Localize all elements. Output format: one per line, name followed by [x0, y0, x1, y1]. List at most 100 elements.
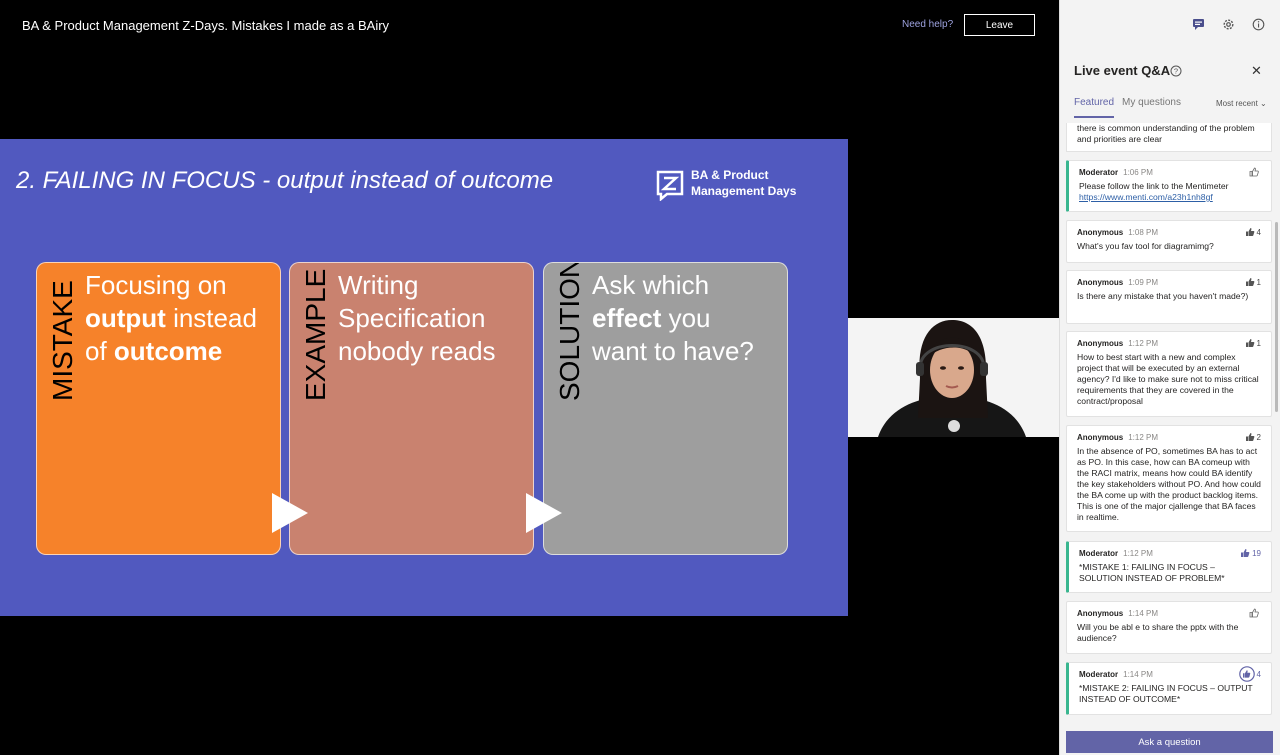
logo-line-2: Management Days: [691, 184, 797, 198]
card-line: Focusing on: [85, 270, 227, 300]
like-button[interactable]: 1: [1245, 277, 1261, 287]
card-line: you: [661, 303, 711, 333]
thumbs-up-icon: [1238, 666, 1255, 682]
question-author: Anonymous: [1077, 227, 1124, 237]
like-count: 19: [1252, 548, 1261, 558]
example-card: EXAMPLE Writing Specification nobody rea…: [289, 262, 534, 555]
leave-button[interactable]: Leave: [964, 14, 1035, 36]
question-time: 1:12 PM: [1128, 432, 1159, 442]
question-card: Anonymous 1:14 PM Will you be abl e to s…: [1066, 601, 1272, 654]
question-author: Anonymous: [1077, 608, 1124, 618]
presentation-slide: 2. FAILING IN FOCUS - output instead of …: [0, 139, 848, 616]
card-bold: effect: [592, 303, 662, 333]
question-text: In the absence of PO, sometimes BA has t…: [1077, 446, 1261, 522]
question-time: 1:14 PM: [1128, 608, 1159, 618]
question-text: there is common understanding of the pro…: [1077, 123, 1255, 144]
like-button[interactable]: [1249, 167, 1261, 177]
question-time: 1:12 PM: [1123, 548, 1153, 558]
question-card: Moderator 1:12 PM 19 *MISTAKE 1: FAILING…: [1066, 541, 1272, 593]
question-card: there is common understanding of the pro…: [1066, 123, 1272, 152]
mentimeter-link[interactable]: https://www.menti.com/a23h1nh8gf: [1079, 192, 1213, 202]
mistake-card: MISTAKE Focusing on output instead of ou…: [36, 262, 281, 555]
card-line: Ask which: [592, 270, 710, 300]
question-author: Anonymous: [1077, 277, 1124, 287]
tab-my-questions[interactable]: My questions: [1122, 97, 1181, 108]
like-count: 1: [1256, 338, 1261, 348]
card-text: Ask which effect you want to have?: [592, 269, 782, 368]
thumbs-up-icon: [1249, 608, 1259, 618]
chat-icon[interactable]: [1190, 16, 1206, 32]
panel-toolbar: [1190, 16, 1266, 32]
need-help-link[interactable]: Need help?: [902, 19, 954, 30]
feed-scrollbar[interactable]: [1275, 222, 1278, 412]
question-card: Anonymous 1:12 PM 1 How to best start wi…: [1066, 331, 1272, 417]
question-author: Moderator: [1079, 548, 1119, 558]
tab-featured[interactable]: Featured: [1074, 97, 1115, 118]
like-button[interactable]: 4: [1245, 227, 1261, 237]
like-count: 1: [1256, 277, 1261, 287]
like-button[interactable]: 19: [1240, 548, 1261, 558]
question-author: Moderator: [1079, 167, 1119, 177]
card-vertical-label: EXAMPLE: [300, 268, 331, 401]
like-count: 2: [1256, 432, 1261, 442]
card-bold: output: [85, 303, 166, 333]
question-time: 1:09 PM: [1128, 277, 1159, 287]
sort-dropdown[interactable]: Most recent ⌄: [1216, 99, 1267, 108]
question-text: Will you be abl e to share the pptx with…: [1077, 622, 1239, 643]
question-author: Anonymous: [1077, 432, 1124, 442]
question-card: Anonymous 1:12 PM 2 In the absence of PO…: [1066, 425, 1272, 532]
logo-line-1: BA & Product: [691, 168, 769, 182]
card-vertical-label: MISTAKE: [47, 280, 78, 401]
question-time: 1:08 PM: [1128, 227, 1159, 237]
qna-panel: Live event Q&A ? ✕ Featured My questions…: [1059, 0, 1280, 755]
ask-question-button[interactable]: Ask a question: [1066, 731, 1273, 753]
card-vertical-label: SOLUTION: [554, 262, 585, 401]
event-title: BA & Product Management Z-Days. Mistakes…: [22, 18, 390, 33]
card-text: Focusing on output instead of outcome: [85, 269, 275, 368]
thumbs-up-icon: [1245, 228, 1254, 236]
question-feed[interactable]: there is common understanding of the pro…: [1066, 123, 1272, 725]
sort-label: Most recent: [1216, 99, 1258, 108]
question-card: Anonymous 1:09 PM 1 Is there any mistake…: [1066, 270, 1272, 324]
help-icon[interactable]: ?: [1170, 64, 1182, 82]
close-icon[interactable]: ✕: [1251, 63, 1262, 78]
like-button[interactable]: [1249, 608, 1261, 618]
question-time: 1:12 PM: [1128, 338, 1159, 348]
like-count: 4: [1256, 227, 1261, 237]
thumbs-up-icon: [1241, 549, 1250, 557]
card-line: Writing: [338, 270, 419, 300]
card-line: of: [85, 336, 114, 366]
question-text: Is there any mistake that you haven't ma…: [1077, 291, 1249, 301]
question-text: *MISTAKE 1: FAILING IN FOCUS – SOLUTION …: [1079, 562, 1225, 583]
like-count: 4: [1256, 669, 1261, 679]
question-author: Anonymous: [1077, 338, 1124, 348]
question-text: How to best start with a new and complex…: [1077, 352, 1259, 406]
like-button[interactable]: 4: [1238, 666, 1261, 682]
presenter-image: [848, 318, 1059, 437]
question-card: Moderator 1:06 PM Please follow the link…: [1066, 160, 1272, 212]
chevron-down-icon: ⌄: [1260, 99, 1267, 108]
thumbs-up-icon: [1245, 278, 1254, 286]
top-bar: BA & Product Management Z-Days. Mistakes…: [0, 0, 1059, 52]
question-text-content: Please follow the link to the Mentimeter: [1079, 181, 1229, 191]
info-icon[interactable]: [1250, 16, 1266, 32]
solution-card: SOLUTION Ask which effect you want to ha…: [543, 262, 788, 555]
question-card: Moderator 1:14 PM 4 *MISTAKE 2: FAILING …: [1066, 662, 1272, 715]
question-text: *MISTAKE 2: FAILING IN FOCUS – OUTPUT IN…: [1079, 683, 1253, 704]
question-time: 1:06 PM: [1123, 167, 1153, 177]
card-line: Specification: [338, 303, 486, 333]
panel-title: Live event Q&A: [1074, 63, 1171, 78]
question-text: Please follow the link to the Mentimeter…: [1079, 181, 1261, 203]
gear-icon[interactable]: [1220, 16, 1236, 32]
card-line: want to have?: [592, 336, 754, 366]
play-arrow-icon: [526, 493, 562, 533]
like-button[interactable]: 2: [1245, 432, 1261, 442]
like-button[interactable]: 1: [1245, 338, 1261, 348]
thumbs-up-icon: [1245, 339, 1254, 347]
presenter-video: [848, 318, 1059, 437]
play-arrow-icon: [272, 493, 308, 533]
question-author: Moderator: [1079, 669, 1119, 679]
question-time: 1:14 PM: [1123, 669, 1153, 679]
card-line: nobody reads: [338, 336, 496, 366]
slide-title: 2. FAILING IN FOCUS - output instead of …: [16, 167, 554, 194]
